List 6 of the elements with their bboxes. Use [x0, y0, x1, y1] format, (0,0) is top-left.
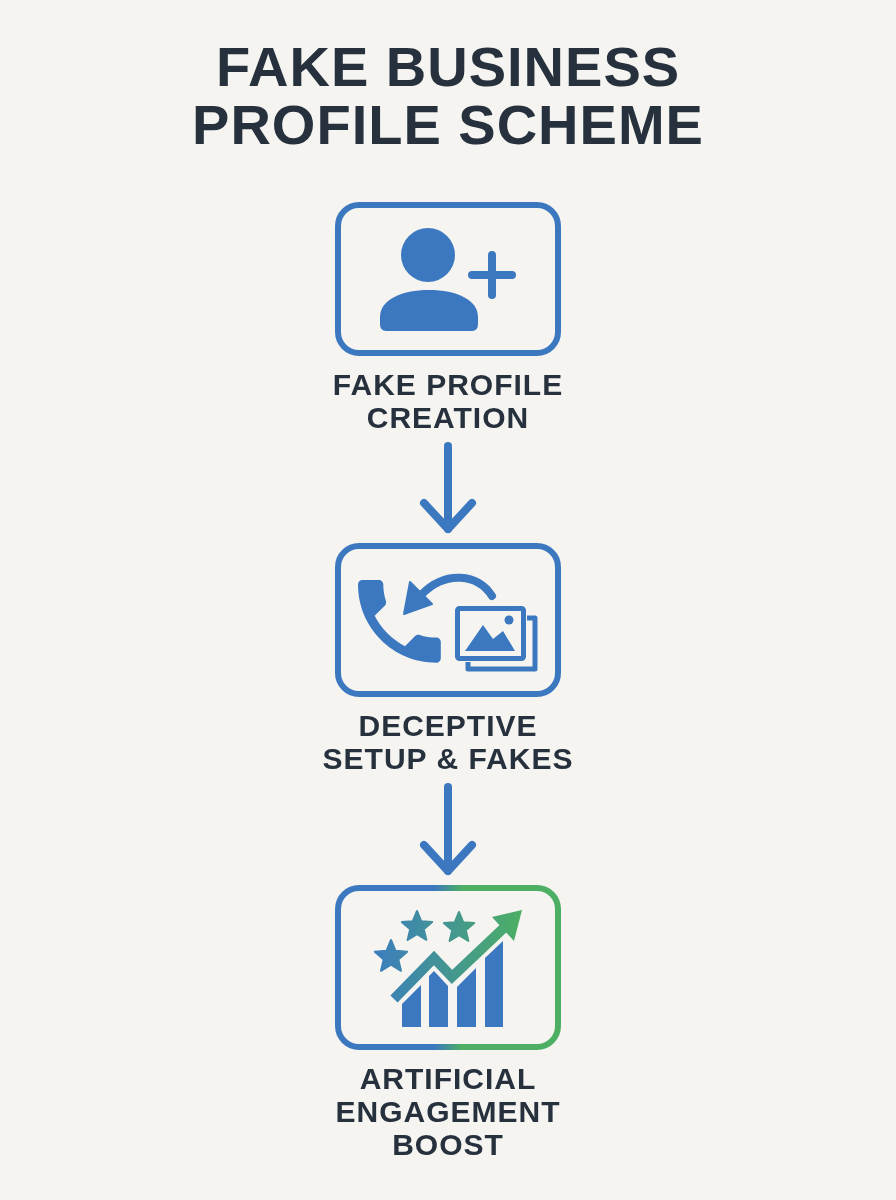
- step-label: ARTIFICIAL ENGAGEMENT BOOST: [334, 1062, 562, 1161]
- title: FAKE BUSINESS PROFILE SCHEME: [191, 38, 705, 154]
- step-label: FAKE PROFILE CREATION: [331, 368, 565, 434]
- arrow: [420, 442, 476, 533]
- arrow: [420, 783, 476, 875]
- step-label: DECEPTIVE SETUP & FAKES: [321, 709, 575, 775]
